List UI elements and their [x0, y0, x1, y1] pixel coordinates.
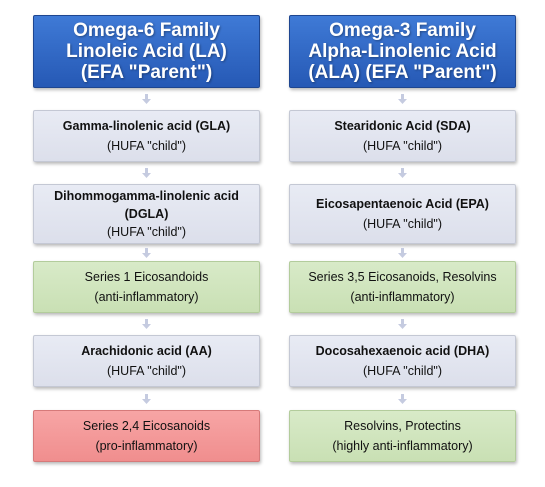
step-title: Series 2,4 Eicosanoids — [82, 419, 211, 433]
step-subtitle: (anti-inflammatory) — [350, 290, 455, 304]
down-arrow-icon — [398, 248, 407, 258]
step-title: Resolvins, Protectins — [344, 419, 461, 433]
step-title: Arachidonic acid (AA) — [81, 344, 212, 358]
step-subtitle: (HUFA "child") — [106, 364, 187, 378]
omega3-step-resolvins: Resolvins, Protectins (highly anti-infla… — [289, 410, 516, 462]
step-title: Series 1 Eicosandoids — [84, 270, 209, 284]
down-arrow-icon — [142, 394, 151, 404]
down-arrow-icon — [142, 319, 151, 329]
omega6-step-aa: Arachidonic acid (AA) (HUFA "child") — [33, 335, 260, 387]
step-title: Eicosapentaenoic Acid (EPA) — [316, 197, 489, 211]
omega6-header-line-1: Omega-6 Family — [73, 20, 220, 41]
omega6-header-line-2: Linoleic Acid (LA) — [66, 41, 227, 62]
omega3-step-series35: Series 3,5 Eicosanoids, Resolvins (anti-… — [289, 261, 516, 313]
omega6-step-dgla: Dihommogamma-linolenic acid (DGLA) (HUFA… — [33, 184, 260, 244]
step-title: Stearidonic Acid (SDA) — [334, 119, 471, 133]
down-arrow-icon — [142, 168, 151, 178]
omega6-header-line-3: (EFA "Parent") — [80, 62, 213, 83]
omega6-step-series1: Series 1 Eicosandoids (anti-inflammatory… — [33, 261, 260, 313]
omega3-step-sda: Stearidonic Acid (SDA) (HUFA "child") — [289, 110, 516, 162]
omega3-step-dha: Docosahexaenoic acid (DHA) (HUFA "child"… — [289, 335, 516, 387]
down-arrow-icon — [398, 394, 407, 404]
step-subtitle: (HUFA "child") — [362, 139, 443, 153]
down-arrow-icon — [142, 248, 151, 258]
step-title: Docosahexaenoic acid (DHA) — [315, 344, 490, 358]
step-subtitle: (HUFA "child") — [106, 139, 187, 153]
step-title: Gamma-linolenic acid (GLA) — [62, 119, 231, 133]
step-subtitle: (HUFA "child") — [106, 225, 187, 239]
down-arrow-icon — [398, 319, 407, 329]
step-subtitle: (HUFA "child") — [362, 364, 443, 378]
down-arrow-icon — [398, 168, 407, 178]
step-title: Series 3,5 Eicosanoids, Resolvins — [308, 270, 497, 284]
omega3-header-line-2: Alpha-Linolenic Acid — [308, 41, 497, 62]
omega6-header: Omega-6 Family Linoleic Acid (LA) (EFA "… — [33, 15, 260, 88]
omega6-step-series24: Series 2,4 Eicosanoids (pro-inflammatory… — [33, 410, 260, 462]
omega3-step-epa: Eicosapentaenoic Acid (EPA) (HUFA "child… — [289, 184, 516, 244]
step-subtitle: (pro-inflammatory) — [95, 439, 198, 453]
down-arrow-icon — [398, 94, 407, 104]
omega3-header-line-3: (ALA) (EFA "Parent") — [308, 62, 497, 83]
step-subtitle: (highly anti-inflammatory) — [332, 439, 473, 453]
omega3-header: Omega-3 Family Alpha-Linolenic Acid (ALA… — [289, 15, 516, 88]
step-subtitle: (HUFA "child") — [362, 217, 443, 231]
omega6-step-gla: Gamma-linolenic acid (GLA) (HUFA "child"… — [33, 110, 260, 162]
step-subtitle: (anti-inflammatory) — [94, 290, 199, 304]
down-arrow-icon — [142, 94, 151, 104]
step-title: Dihommogamma-linolenic acid (DGLA) — [54, 189, 239, 221]
omega3-header-line-1: Omega-3 Family — [329, 20, 476, 41]
